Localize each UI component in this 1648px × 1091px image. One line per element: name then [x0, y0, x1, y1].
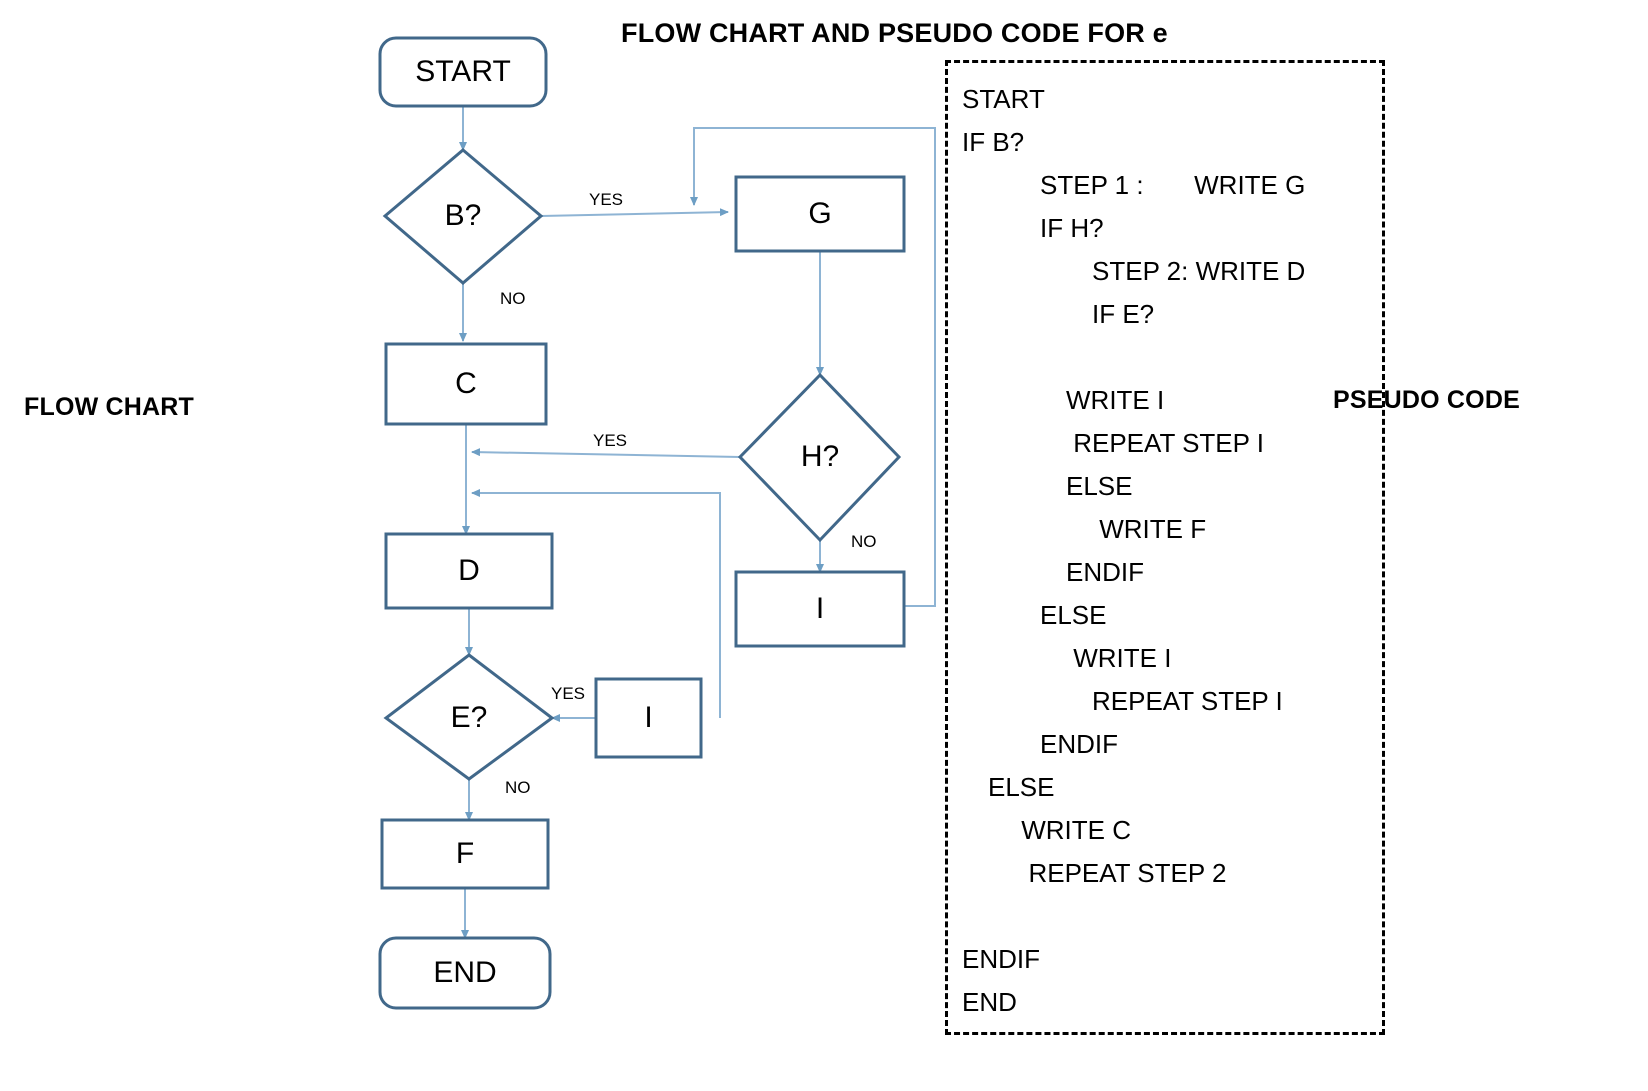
node-end — [378, 936, 552, 1010]
node-end-label: END — [433, 956, 497, 989]
node-g-label: G — [808, 197, 832, 230]
pseudocode-line: REPEAT STEP I — [1092, 686, 1283, 716]
node-h-label: H? — [800, 440, 840, 473]
node-f — [380, 818, 550, 890]
pseudocode-line: ELSE — [1040, 600, 1107, 630]
node-start-label: START — [415, 55, 511, 88]
edge-label-e-yes: YES — [551, 684, 586, 703]
node-e-label: E? — [450, 701, 488, 734]
node-i-small — [594, 677, 703, 759]
pseudocode-line: IF H? — [1040, 213, 1104, 243]
pseudocode-panel — [945, 60, 1385, 1035]
pseudocode-line: IF B? — [962, 127, 1025, 157]
pseudocode-line: STEP 2: WRITE D — [1092, 256, 1306, 286]
node-g — [734, 175, 906, 253]
pseudocode-line: REPEAT STEP I — [1066, 428, 1264, 458]
pseudocode-line: ENDIF — [1066, 557, 1144, 587]
node-e — [383, 653, 555, 781]
edge-label-b-no: NO — [500, 289, 526, 308]
pseudocode-line: WRITE F — [1092, 514, 1207, 544]
pseudocode-line: ELSE — [988, 772, 1055, 802]
flowchart-section-label: FLOW CHART — [24, 393, 195, 421]
edge-h-yes-to-d — [471, 448, 741, 458]
node-b — [382, 148, 544, 285]
node-start — [378, 36, 548, 108]
pseudocode-section-label: PSEUDO CODE — [1333, 386, 1520, 414]
node-h — [737, 372, 902, 543]
pseudocode-line: ELSE — [1066, 471, 1133, 501]
node-c-label: C — [455, 367, 477, 400]
pseudocode-line: START — [962, 84, 1045, 114]
pseudocode-line: WRITE C — [1014, 815, 1131, 845]
edge-ismall-loop-to-d — [471, 489, 721, 718]
node-i-right — [734, 570, 906, 648]
pseudocode-line: IF E? — [1092, 299, 1155, 329]
edge-b-yes-to-g — [540, 208, 729, 217]
pseudocode-line: ENDIF — [1040, 729, 1118, 759]
page-title: FLOW CHART AND PSEUDO CODE FOR e — [621, 18, 1168, 48]
edge-label-b-yes: YES — [589, 190, 624, 209]
pseudocode-line: ENDIF — [962, 944, 1040, 974]
pseudocode-line: STEP 1 : WRITE G — [1040, 170, 1306, 200]
edge-label-h-yes: YES — [593, 431, 628, 450]
pseudocode-line: REPEAT STEP 2 — [1014, 858, 1227, 888]
edge-label-e-no: NO — [505, 778, 531, 797]
pseudocode-line: END — [962, 987, 1017, 1017]
node-d — [384, 532, 554, 610]
pseudocode-blank-line — [962, 336, 1562, 379]
pseudocode-line: WRITE I — [1066, 643, 1172, 673]
node-i-right-label: I — [815, 592, 825, 625]
edge-label-h-no: NO — [851, 532, 877, 551]
pseudocode-blank-line — [962, 895, 1562, 938]
node-i-small-label: I — [644, 701, 653, 734]
node-f-label: F — [455, 837, 475, 870]
node-c — [384, 342, 548, 426]
pseudocode-line: WRITE I — [1066, 385, 1165, 415]
node-d-label: D — [458, 554, 480, 587]
node-b-label: B? — [444, 199, 482, 232]
pseudocode-listing: START IF B? STEP 1 : WRITE G IF H? STEP 2: W… — [962, 78, 1562, 1024]
edge-i-loop-to-g — [690, 127, 936, 607]
